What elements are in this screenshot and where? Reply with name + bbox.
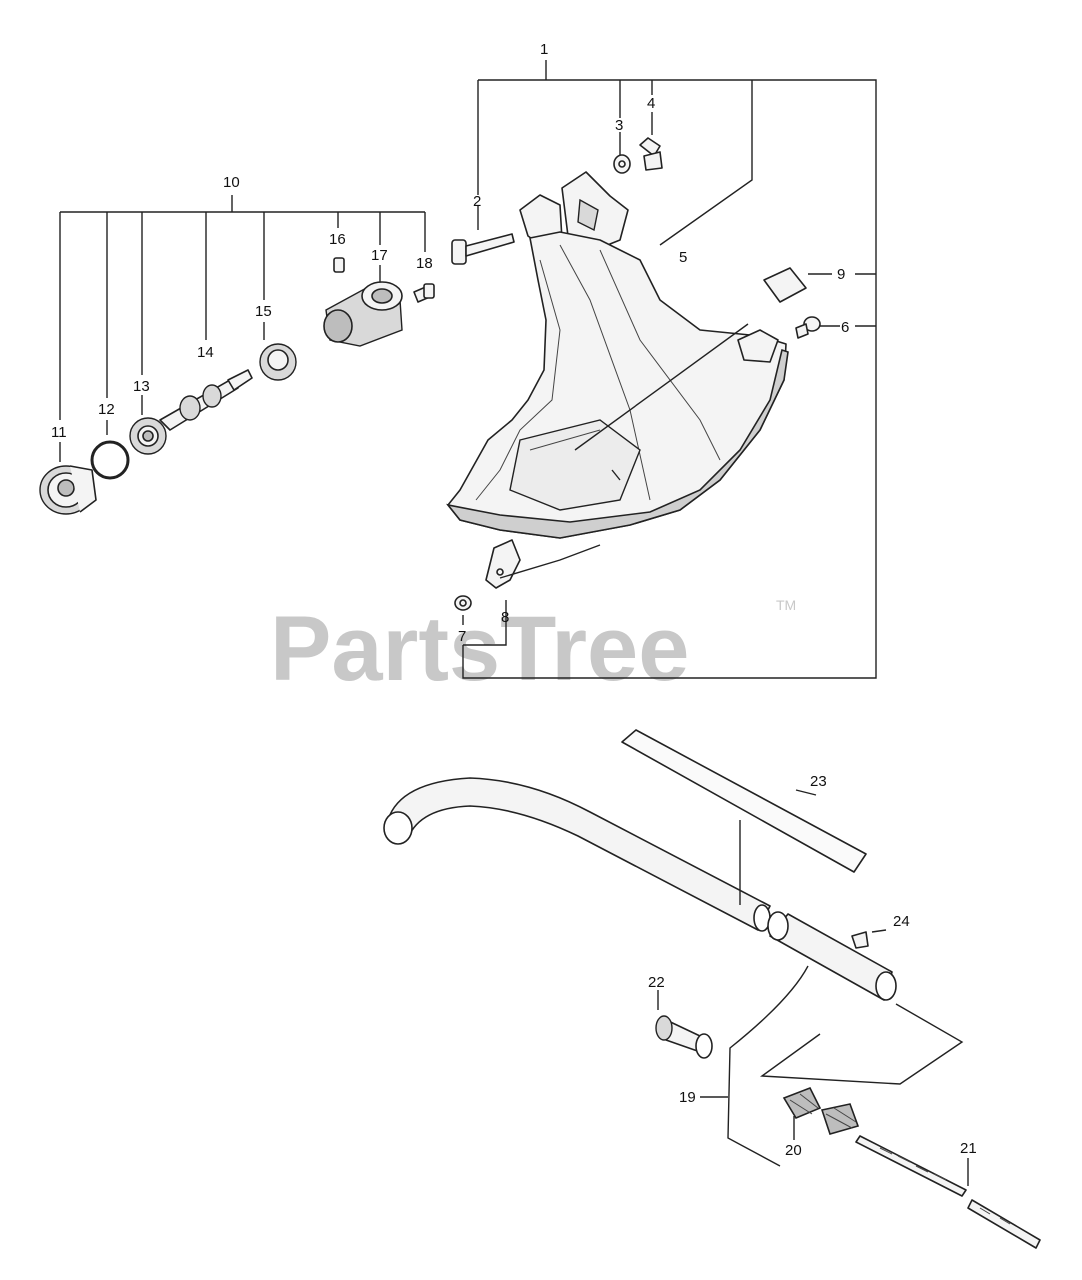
callout-11: 11 [51, 424, 67, 441]
part-11-cap [39, 442, 97, 515]
part-23-grip-sheet [621, 729, 867, 873]
callout-14: 14 [197, 344, 214, 361]
part-13-bearing [129, 395, 167, 455]
part-8-plate [485, 539, 601, 589]
callout-8: 8 [501, 609, 509, 626]
part-14-shaft [159, 369, 253, 431]
callout-2: 2 [473, 193, 481, 210]
part-4-wing-nut [639, 112, 663, 171]
callout-19: 19 [679, 1089, 696, 1106]
part-20-grips [782, 1086, 860, 1140]
callout-3: 3 [615, 117, 623, 134]
callout-24: 24 [893, 913, 910, 930]
part-18-screw [413, 283, 435, 303]
part-2-bolt [451, 205, 515, 265]
callout-7: 7 [458, 628, 466, 645]
callout-5: 5 [679, 249, 687, 266]
part-24-clip [851, 929, 887, 949]
callout-13: 13 [133, 378, 150, 395]
group-10-bracket [59, 195, 426, 420]
part-19-handle-bracket [700, 911, 964, 1167]
callout-1: 1 [540, 41, 548, 58]
part-22-sleeve [655, 990, 713, 1059]
callout-15: 15 [255, 303, 272, 320]
part-17-gear-housing [323, 265, 403, 347]
part-16-screw [333, 257, 345, 273]
part-21-shaft-spring [855, 1135, 1041, 1249]
callout-16: 16 [329, 231, 346, 248]
callout-22: 22 [648, 974, 665, 991]
callout-9: 9 [837, 266, 845, 283]
callout-6: 6 [841, 319, 849, 336]
callout-23: 23 [810, 773, 827, 790]
part-9-pad [763, 267, 832, 303]
callout-10: 10 [223, 174, 240, 191]
part-12-snap-ring [90, 420, 130, 480]
callout-4: 4 [647, 95, 655, 112]
part-7-nut [454, 595, 472, 625]
part-15-bearing [259, 322, 297, 381]
watermark-trademark: TM [776, 597, 796, 613]
handle-pipe [383, 777, 771, 932]
callout-21: 21 [960, 1140, 977, 1157]
group-1-bracket [462, 60, 877, 679]
callout-17: 17 [371, 247, 388, 264]
part-3-washer [613, 132, 631, 174]
watermark-brand: PartsTree [270, 598, 689, 700]
part-6-screw [795, 316, 840, 339]
part-5-blade-guard [446, 171, 789, 539]
callout-20: 20 [785, 1142, 802, 1159]
callout-18: 18 [416, 255, 433, 272]
callout-12: 12 [98, 401, 115, 418]
